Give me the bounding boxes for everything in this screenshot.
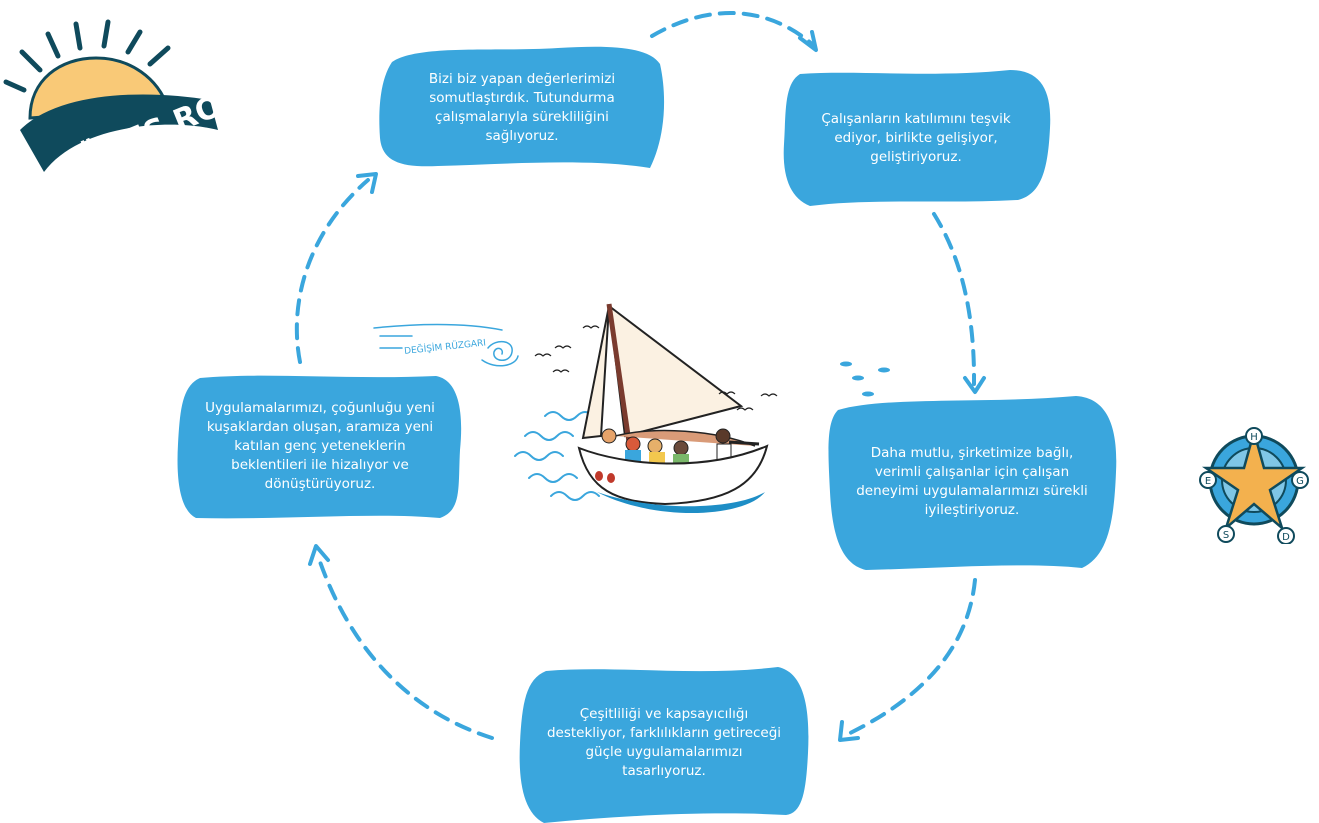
bubble-shape [379, 46, 665, 168]
jib-sail [581, 305, 610, 440]
cycle-step-2-text: Çalışanların katılımını teşvik ediyor, b… [821, 110, 1011, 165]
gunes-rotasi-logo: GÜNEŞ ROTASI [3, 19, 230, 187]
hull [577, 444, 769, 506]
bubble-shape [828, 396, 1117, 570]
bubble-shape [519, 667, 809, 823]
arrow-1-to-2 [650, 11, 814, 46]
arrow-2-to-3 [932, 212, 977, 386]
compass-east: G [1296, 476, 1304, 487]
cycle-step-1-text: Bizi biz yapan değerlerimizi somutlaştır… [428, 70, 616, 144]
compass-west: S [1223, 530, 1229, 541]
fish-school [840, 361, 890, 397]
sailboat-illustration [514, 303, 778, 514]
compass-icon: H G D S E [1199, 427, 1309, 544]
arrowhead-5 [356, 172, 378, 194]
cycle-step-4: Çeşitliliği ve kapsayıcılığı destekliyor… [516, 663, 812, 823]
arrow-3-to-4 [842, 578, 977, 738]
cycle-step-1: Bizi biz yapan değerlerimizi somutlaştır… [378, 40, 666, 175]
arrowhead-3 [838, 720, 860, 742]
compass-northwest: E [1205, 476, 1211, 487]
cycle-step-4-text: Çeşitliliği ve kapsayıcılığı destekliyor… [546, 706, 782, 779]
cycle-step-3: Daha mutlu, şirketimize bağlı, verimli ç… [826, 392, 1118, 572]
arrow-5-to-1 [294, 178, 370, 364]
cycle-step-5-text: Uygulamalarımızı, çoğunluğu yeni kuşakla… [205, 399, 435, 492]
arrowhead-1 [798, 30, 818, 52]
main-sail [607, 303, 744, 438]
birds [534, 325, 778, 411]
compass-north: H [1250, 432, 1258, 443]
arrowhead-2 [963, 376, 986, 394]
water-waves [514, 411, 600, 501]
arrowhead-4 [308, 544, 330, 566]
wind-label: DEĞİŞİM RÜZGARI [404, 336, 487, 357]
bubble-shape [783, 70, 1051, 206]
wind-illustration: DEĞİŞİM RÜZGARI [373, 323, 519, 367]
compass-south: D [1282, 532, 1290, 543]
cycle-step-5: Uygulamalarımızı, çoğunluğu yeni kuşakla… [174, 370, 466, 522]
bubble-shape [177, 375, 462, 519]
arrow-4-to-5 [316, 554, 494, 740]
cycle-step-2: Çalışanların katılımını teşvik ediyor, b… [780, 68, 1052, 208]
cycle-step-3-text: Daha mutlu, şirketimize bağlı, verimli ç… [856, 445, 1088, 518]
